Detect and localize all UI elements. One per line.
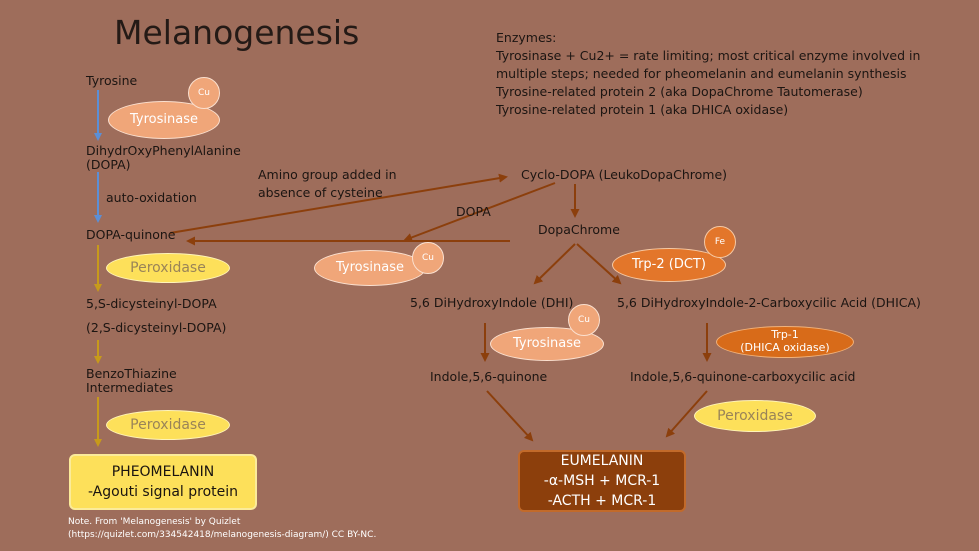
peroxidase-enzyme-2: Peroxidase xyxy=(106,410,230,440)
copper-cofactor-2: Cu xyxy=(412,242,444,274)
source-note: Note. From 'Melanogenesis' by Quizlet (h… xyxy=(68,516,376,542)
trp2-label: Trp-2 (DCT) xyxy=(632,256,706,272)
eumelanin-title: EUMELANIN xyxy=(560,452,644,469)
enzymes-line-4: Tyrosine-related protein 1 (aka DHICA ox… xyxy=(496,102,789,117)
label-cyclo-dopa: Cyclo-DOPA (LeukoDopaChrome) xyxy=(521,167,728,182)
label-benzothiazine-line-2: Intermediates xyxy=(86,380,174,395)
label-dopa-line-2: (DOPA) xyxy=(86,157,131,172)
label-dopa-quinone: DOPA-quinone xyxy=(86,227,176,242)
cu-label: Cu xyxy=(198,87,210,98)
peroxidase-label: Peroxidase xyxy=(717,407,793,424)
arrow-dopaquinone-to-cyclodopa xyxy=(169,173,508,234)
source-note-line-2: (https://quizlet.com/334542418/melanogen… xyxy=(68,530,377,541)
enzymes-heading: Enzymes: xyxy=(496,30,557,45)
label-dicysteinyl-dopa: 5,S-dicysteinyl-DOPA xyxy=(86,296,217,311)
label-indole-quinone-carboxylic: Indole,5,6-quinone-carboxycilic acid xyxy=(630,369,856,384)
label-dopachrome: DopaChrome xyxy=(538,222,620,237)
pheomelanin-title: PHEOMELANIN xyxy=(111,463,215,480)
peroxidase-enzyme-3: Peroxidase xyxy=(694,400,816,432)
peroxidase-label: Peroxidase xyxy=(130,259,206,276)
arrow-indolequinone-to-eumelanin xyxy=(486,390,534,442)
arrow-cyclodopa-dopa-to-tyrosinase xyxy=(403,182,556,242)
tyrosinase-enzyme-2: Tyrosinase xyxy=(314,250,426,286)
tyrosinase-label: Tyrosinase xyxy=(336,259,404,275)
arrow-dopachrome-to-dhi xyxy=(533,243,576,285)
pheomelanin-box: PHEOMELANIN -Agouti signal protein xyxy=(69,454,257,510)
enzymes-line-2: multiple steps; needed for pheomelanin a… xyxy=(496,66,907,81)
label-auto-oxidation: auto-oxidation xyxy=(106,190,197,205)
trp1-sublabel: (DHICA oxidase) xyxy=(740,341,830,354)
eumelanin-line-3: -ACTH + MCR-1 xyxy=(547,493,657,510)
tyrosinase-label: Tyrosinase xyxy=(513,335,581,351)
label-dhi: 5,6 DiHydroxyIndole (DHI) xyxy=(410,295,574,310)
label-dopa: DOPA xyxy=(456,204,491,219)
pheomelanin-subtitle: -Agouti signal protein xyxy=(87,484,239,500)
trp1-enzyme: Trp-1 (DHICA oxidase) xyxy=(716,326,854,358)
tyrosinase-label: Tyrosinase xyxy=(130,111,198,127)
iron-cofactor: Fe xyxy=(704,226,736,258)
label-amino-group-line-1: Amino group added in xyxy=(258,167,397,182)
copper-cofactor-1: Cu xyxy=(188,77,220,109)
slide-title: Melanogenesis xyxy=(114,13,360,52)
peroxidase-enzyme-1: Peroxidase xyxy=(106,253,230,283)
enzymes-line-3: Tyrosine-related protein 2 (aka DopaChro… xyxy=(496,84,863,99)
peroxidase-label: Peroxidase xyxy=(130,416,206,433)
arrow-indolequinonecarb-to-eumelanin xyxy=(665,390,708,438)
cu-label: Cu xyxy=(578,314,590,325)
eumelanin-line-2: -α-MSH + MCR-1 xyxy=(543,472,661,489)
label-dhica: 5,6 DiHydroxyIndole-2-Carboxycilic Acid … xyxy=(617,295,921,310)
source-note-line-1: Note. From 'Melanogenesis' by Quizlet xyxy=(68,517,241,527)
trp1-label: Trp-1 xyxy=(771,328,799,342)
eumelanin-box: EUMELANIN -α-MSH + MCR-1 -ACTH + MCR-1 xyxy=(518,450,686,512)
label-amino-group-line-2: absence of cysteine xyxy=(258,185,383,200)
arrow-dopachrome-to-dhica xyxy=(576,243,622,285)
label-tyrosine: Tyrosine xyxy=(86,73,138,88)
cu-label: Cu xyxy=(422,252,434,263)
trp2-enzyme: Trp-2 (DCT) xyxy=(612,248,726,282)
label-indole-quinone: Indole,5,6-quinone xyxy=(430,369,548,384)
copper-cofactor-3: Cu xyxy=(568,304,600,336)
enzymes-line-1: Tyrosinase + Cu2+ = rate limiting; most … xyxy=(496,48,921,63)
fe-label: Fe xyxy=(714,236,726,247)
tyrosinase-enzyme-1: Tyrosinase xyxy=(108,101,220,139)
label-dicysteinyl-dopa-alt: (2,S-dicysteinyl-DOPA) xyxy=(86,320,227,335)
label-dopa-line-1: DihydrOxyPhenylAlanine xyxy=(86,143,241,158)
label-benzothiazine-line-1: BenzoThiazine xyxy=(86,366,177,381)
